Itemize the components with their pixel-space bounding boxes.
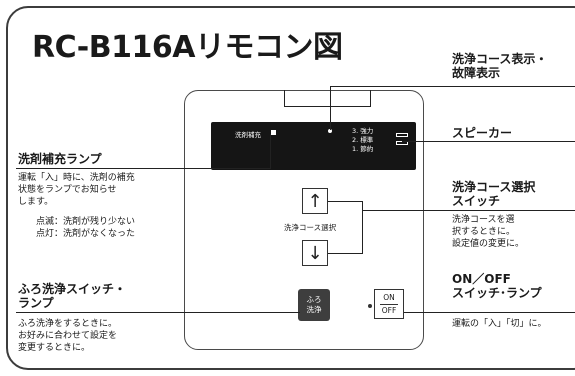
remote-notch-bottom [284,106,371,107]
detergent-lamp-title: 洗剤補充ランプ [18,152,102,166]
description-line: お好みに合わせて設定を [18,331,118,341]
detergent-lamp-description: 運転「入」時に、洗剤の補充 状態をランプでお知らせ します。 [18,172,135,208]
onoff-title: ON／OFF [452,272,511,286]
leader-detergent-v [270,134,271,169]
leader-course-display-h [330,86,575,87]
onoff-lamp-dot [368,304,372,308]
leader-select-down [328,253,362,254]
course-select-label: 洗浄コース選択 [284,223,337,232]
course-up-button[interactable]: ↑ [302,188,328,214]
course-select-callout: 洗浄コース選択 スイッチ [452,180,535,208]
leader-furo [16,312,300,313]
description-line: ふろ洗浄をするときに。 [18,319,118,329]
description-line: 運転の「入」「切」に。 [452,319,547,329]
display-panel [211,122,416,170]
onoff-callout: ON／OFF スイッチ･ランプ [452,272,542,300]
note-line: 点灯：洗剤がなくなった [36,229,136,239]
leader-select-v [362,201,363,254]
off-label: OFF [381,305,397,315]
leader-onoff [404,312,575,313]
note-line: 点滅：洗剤が残り少ない [36,217,136,227]
description-line: 状態をランプでお知らせ [18,185,117,195]
onoff-description: 運転の「入」「切」に。 [452,318,547,330]
diagram-title: RC-B116Aリモコン図 [32,30,343,65]
furo-switch-callout: ふろ洗浄スイッチ・ ランプ [18,282,126,310]
remote-notch-right [370,90,371,106]
detergent-lamp-label: 洗剤補充 [235,131,261,139]
course-list-item: 1. 節約 [352,145,374,153]
detergent-lamp-indicator [271,130,276,135]
onoff-button[interactable]: ON OFF [374,289,404,319]
leader-speaker [402,141,575,142]
course-list-item: 2. 標準 [352,136,374,144]
furo-switch-title: ふろ洗浄スイッチ・ [18,282,127,296]
course-select-title: 洗浄コース選択 [452,180,536,194]
onoff-title: スイッチ･ランプ [452,286,542,300]
leader-detergent-h [16,168,270,169]
description-line: 変更するときに。 [18,343,91,353]
course-down-button[interactable]: ↓ [302,240,328,266]
diagram-frame [6,6,575,370]
on-label: ON [383,292,395,302]
furo-switch-title: ランプ [18,296,54,310]
leader-course-display-v [330,86,331,130]
course-display-title: 故障表示 [452,66,501,80]
bath-wash-button[interactable]: ふろ 洗浄 [298,289,330,321]
remote-notch-left [284,90,285,106]
leader-select-h [362,210,575,211]
description-line: します。 [18,197,54,207]
course-select-description: 洗浄コースを選 択するときに。 設定値の変更に。 [452,214,524,250]
fault-indicator-dot [328,129,332,133]
course-display-callout: 洗浄コース表示・ 故障表示 [452,52,547,80]
speaker-callout-title: スピーカー [452,126,513,140]
onoff-divider [380,303,398,305]
speaker-grille-top [396,133,408,137]
description-line: 択するときに。 [452,227,516,237]
leader-select-up [328,201,362,202]
course-list-item: 3. 強力 [352,127,374,135]
description-line: 洗浄コースを選 [452,215,515,225]
description-line: 運転「入」時に、洗剤の補充 [18,173,135,183]
furo-switch-description: ふろ洗浄をするときに。 お好みに合わせて設定を 変更するときに。 [18,318,117,354]
description-line: 設定値の変更に。 [452,239,525,249]
course-select-title: スイッチ [452,194,501,208]
course-list: 3. 強力 2. 標準 1. 節約 [352,127,373,154]
course-display-title: 洗浄コース表示・ [452,52,548,66]
detergent-lamp-notes: 点滅：洗剤が残り少ない 点灯：洗剤がなくなった [36,216,135,240]
